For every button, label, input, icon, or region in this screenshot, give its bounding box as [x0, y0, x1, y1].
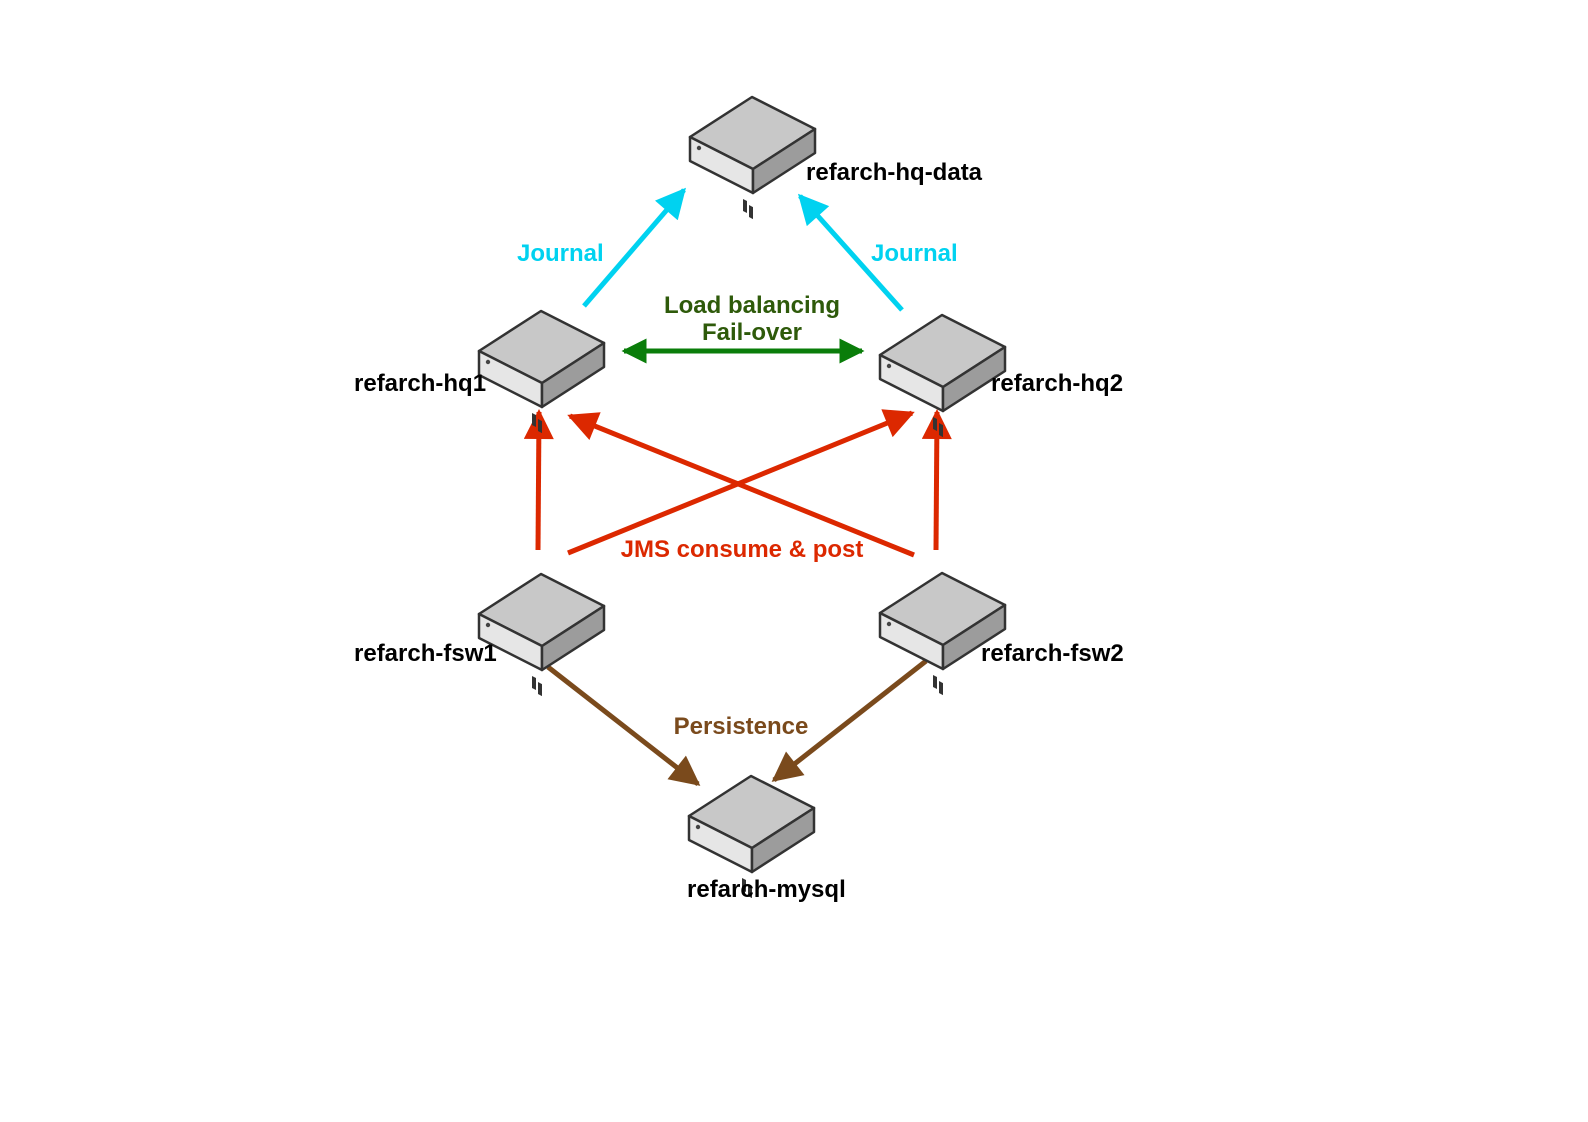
jms-arrow-fsw1-hq1	[523, 409, 554, 551]
jms-arrow-fsw2-hq2	[921, 409, 952, 551]
server-icon	[878, 571, 1007, 697]
persistence-label: Persistence	[674, 713, 809, 740]
jms-arrow-fsw2-hq1	[567, 412, 915, 558]
journal-arrow-left	[582, 187, 686, 308]
jms-label: JMS consume & post	[621, 536, 864, 563]
node-label-hq2: refarch-hq2	[991, 370, 1123, 397]
persistence-arrow-fsw1	[546, 665, 701, 786]
server-icon	[477, 309, 606, 435]
node-label-hq1: refarch-hq1	[354, 370, 486, 397]
server-icon	[688, 95, 817, 221]
journal-label-right: Journal	[871, 240, 958, 267]
node-label-fsw2: refarch-fsw2	[981, 640, 1124, 667]
persistence-arrow-fsw2	[771, 659, 928, 782]
node-label-hq-data: refarch-hq-data	[806, 159, 983, 186]
load-balancing-label: Load balancing	[664, 292, 840, 319]
fail-over-label: Fail-over	[702, 319, 802, 346]
journal-label-left: Journal	[517, 240, 604, 267]
node-label-mysql: refarch-mysql	[687, 876, 846, 903]
node-label-fsw1: refarch-fsw1	[354, 640, 497, 667]
journal-arrow-right	[797, 193, 904, 312]
server-icon	[477, 572, 606, 698]
